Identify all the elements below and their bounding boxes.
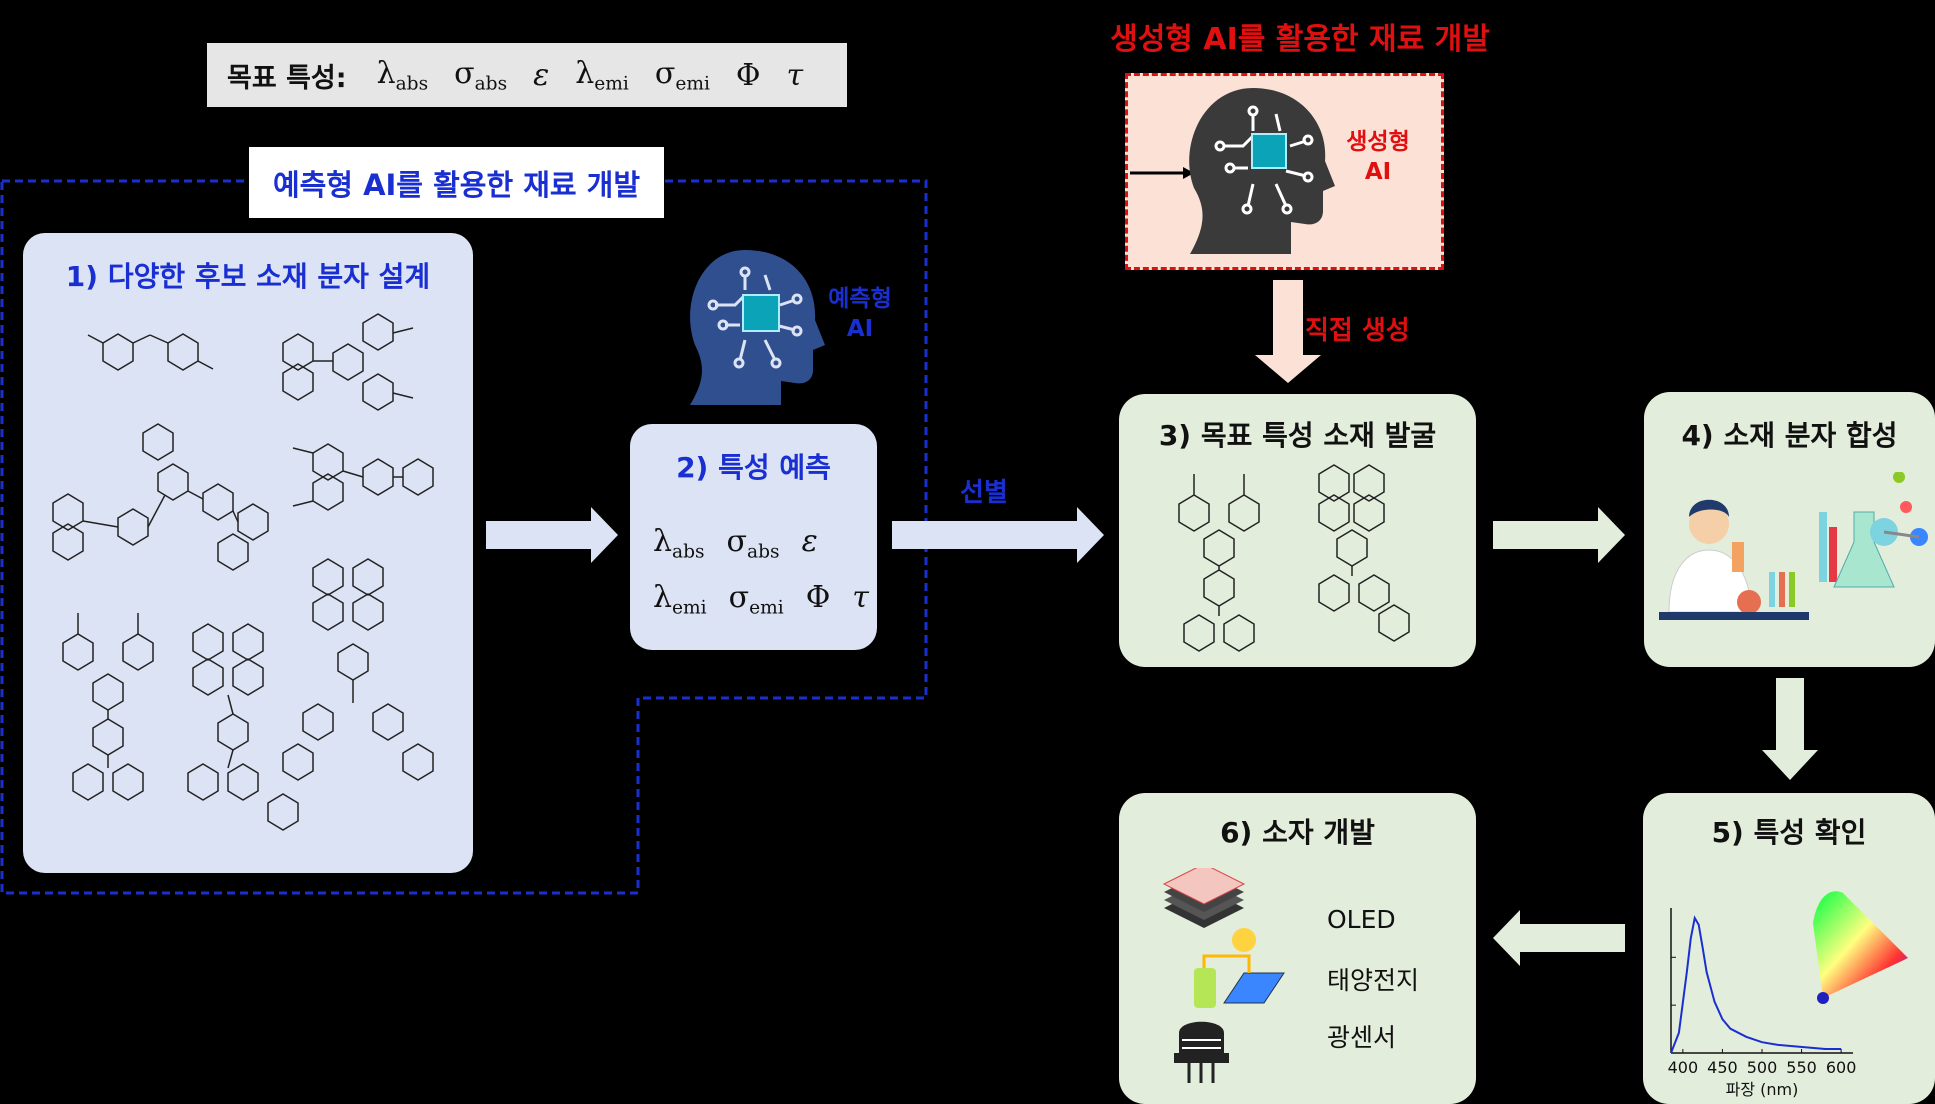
molecule-5 [62,613,154,801]
emission-spectrum-chart: 400 450 500 550 600 파장 (nm) [1668,908,1857,1099]
symbol-sigma-abs: σabs [454,55,508,95]
step5-title: 5) 특성 확인 [1711,816,1867,849]
cie-marker [1817,992,1829,1004]
generative-box: 생성형 AI [1125,73,1444,270]
step4-title: 4) 소재 분자 합성 [1681,419,1898,452]
step3-title: 3) 목표 특성 소재 발굴 [1158,419,1437,452]
step1-title: 1) 다양한 후보 소재 분자 설계 [65,260,431,293]
step6-title: 6) 소자 개발 [1220,816,1375,849]
predictive-ai-label: 예측형 AI [815,285,905,345]
symbol-tau: τ [786,57,804,93]
generative-ai-label-line2: AI [1364,158,1392,185]
oled-stack-icon [1162,868,1246,928]
predictive-title: 예측형 AI를 활용한 재료 개발 [249,147,664,218]
x-tick-label: 450 [1707,1058,1738,1077]
symbol-lambda-emi: λemi [575,55,629,95]
symbol-sigma-emi: σemi [654,55,710,95]
predicted-phi: Φ [805,580,831,615]
predicted-lambda-emi: λemi [653,580,707,619]
predicted-epsilon: ε [801,524,818,559]
generative-title: 생성형 AI를 활용한 재료 개발 [1110,22,1490,57]
step6-panel: 6) 소자 개발 OLED 태양전지 광센서 [1119,793,1476,1104]
solar-cell-icon [1194,928,1285,1008]
x-tick-label: 400 [1668,1058,1699,1077]
candidate-molecules [52,313,434,831]
discovered-molecules [1178,464,1410,652]
step3-panel: 3) 목표 특성 소재 발굴 [1119,394,1476,667]
symbol-lambda-abs: λabs [376,55,429,95]
generative-ai-head-icon [1130,88,1335,254]
scientist-icon [1659,499,1809,620]
arrow-1-to-2 [486,507,618,563]
predicted-abs-properties: λabs σabs ε [653,524,818,563]
predictive-ai-label-line1: 예측형 [828,286,892,312]
molecule-1 [87,333,214,371]
spectrum-line [1670,915,1842,1054]
predicted-lambda-abs: λabs [653,524,705,563]
x-tick-label: 500 [1747,1058,1778,1077]
molecule-6 [187,623,299,831]
photosensor-icon [1174,1021,1229,1083]
device-photosensor: 광센서 [1327,1023,1397,1052]
step2-panel: 2) 특성 예측 λabs σabs ε λemi σemi Φ τ [630,424,877,650]
generative-ai-label: 생성형 AI [1328,128,1428,188]
predicted-sigma-emi: σemi [728,580,784,619]
molecule-2 [282,313,414,411]
x-tick-label: 600 [1826,1058,1857,1077]
molecule-3 [52,423,269,571]
symbol-epsilon: ε [533,57,550,93]
predicted-tau: τ [852,580,869,615]
cie-color-gamut [1813,891,1908,1004]
generative-ai-label-line1: 생성형 [1346,129,1410,155]
step5-panel: 5) 특성 확인 400 450 500 550 600 파장 (nm) [1643,793,1935,1104]
molecule-7 [282,558,434,781]
target-properties-bar: 목표 특성: λabs σabs ε λemi σemi Φ τ [207,43,847,107]
x-tick-label: 550 [1786,1058,1817,1077]
step1-panel: 1) 다양한 후보 소재 분자 설계 [23,233,473,873]
lab-flask-icon [1819,472,1928,588]
direct-generation-label: 직접 생성 [1305,316,1410,346]
molecule-4 [292,443,434,511]
device-solar-cell: 태양전지 [1327,966,1420,995]
predicted-emi-properties: λemi σemi Φ τ [653,580,869,619]
synthesis-illustration [1659,472,1928,620]
device-oled: OLED [1327,905,1396,934]
arrow-4-to-5 [1762,678,1818,780]
selection-label: 선별 [960,478,1008,508]
arrow-generate-down [1255,280,1321,383]
device-illustrations [1162,868,1285,1083]
target-properties-label: 목표 특성: [227,62,347,94]
x-axis-label: 파장 (nm) [1726,1080,1799,1099]
arrow-2-to-3 [892,507,1104,563]
predictive-ai-head-icon [690,250,825,405]
step4-panel: 4) 소재 분자 합성 [1644,392,1935,667]
predictive-ai-label-line2: AI [846,315,874,342]
step2-title: 2) 특성 예측 [676,451,831,484]
arrow-5-to-6 [1493,910,1625,966]
symbol-phi: Φ [735,57,761,93]
arrow-3-to-4 [1493,507,1625,563]
predicted-sigma-abs: σabs [726,524,780,563]
